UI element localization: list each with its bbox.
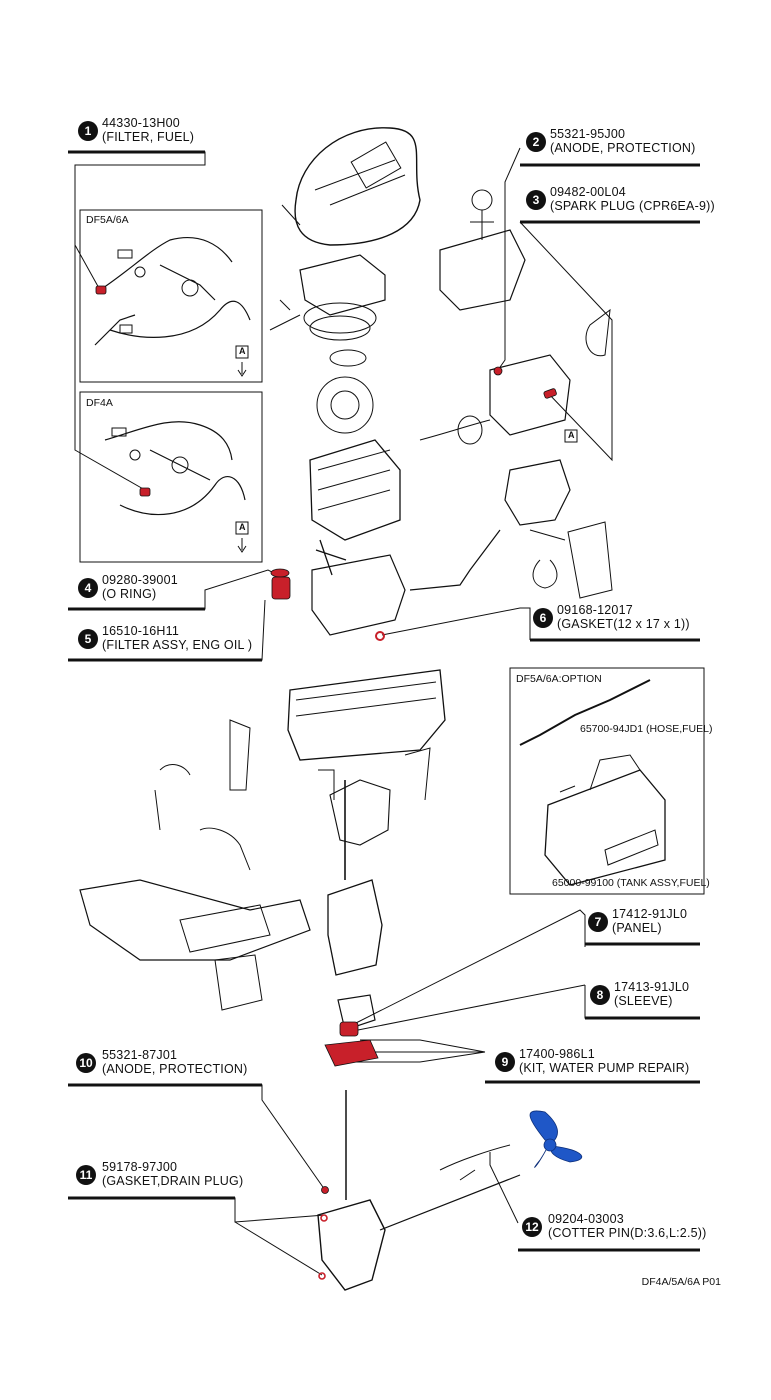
inset-box-option bbox=[509, 667, 705, 895]
part-number: 55321-87J01 bbox=[102, 1048, 178, 1062]
engine-cover bbox=[294, 127, 421, 246]
powerhead bbox=[309, 439, 401, 541]
inset-fuel-line-top bbox=[94, 236, 251, 346]
option-tank-label: 65000-99100 (TANK ASSY,FUEL) bbox=[552, 877, 710, 889]
callout-number-badge: 12 bbox=[522, 1217, 542, 1237]
part-number: 44330-13H00 bbox=[102, 116, 180, 130]
part-number: 16510-16H11 bbox=[102, 624, 180, 638]
throttle-cable bbox=[154, 764, 191, 831]
inset-label-df4a: DF4A bbox=[86, 397, 113, 409]
water-pump-kit-highlight bbox=[324, 1039, 379, 1067]
option-fuel-hose bbox=[519, 679, 651, 746]
panel bbox=[327, 879, 383, 976]
part-number: 09280-39001 bbox=[102, 573, 178, 587]
anode-highlight-lower bbox=[321, 1186, 329, 1194]
part-number: 09482-00L04 bbox=[550, 185, 626, 199]
part-number: 55321-95J00 bbox=[550, 127, 626, 141]
part-number: 09204-03003 bbox=[548, 1212, 624, 1226]
part-description: (FILTER, FUEL) bbox=[102, 130, 195, 144]
part-description: (SLEEVE) bbox=[614, 994, 673, 1008]
part-description: (ANODE, PROTECTION) bbox=[102, 1062, 248, 1076]
page-code: DF4A/5A/6A P01 bbox=[641, 1276, 721, 1288]
part-description: (FILTER ASSY, ENG OIL ) bbox=[102, 638, 253, 652]
propeller-highlight bbox=[529, 1110, 582, 1168]
oil-filter-highlight bbox=[271, 576, 291, 600]
intake-manifold bbox=[439, 229, 526, 311]
callout-number-badge: 9 bbox=[495, 1052, 515, 1072]
callout-number-badge: 11 bbox=[76, 1165, 96, 1185]
callout-number-badge: 5 bbox=[78, 629, 98, 649]
marker-a-box bbox=[235, 521, 249, 535]
marker-a: A bbox=[239, 522, 246, 532]
gearcase bbox=[317, 1199, 386, 1291]
inset-label-df5a6a: DF5A/6A bbox=[86, 214, 129, 226]
part-description: (ANODE, PROTECTION) bbox=[550, 141, 696, 155]
marker-a: A bbox=[568, 430, 575, 440]
part-description: (COTTER PIN(D:3.6,L:2.5)) bbox=[548, 1226, 707, 1240]
marker-a: A bbox=[239, 346, 246, 356]
part-description: (GASKET,DRAIN PLUG) bbox=[102, 1174, 244, 1188]
callout-number-badge: 3 bbox=[526, 190, 546, 210]
callout-number-badge: 7 bbox=[588, 912, 608, 932]
exhaust-housing bbox=[329, 779, 391, 846]
crankcase bbox=[311, 554, 406, 636]
leader-lines bbox=[68, 147, 700, 1276]
drain-gasket-highlight bbox=[318, 1272, 326, 1280]
inset-box-df5a6a bbox=[79, 209, 263, 383]
recoil-starter bbox=[299, 254, 386, 316]
carburetor bbox=[489, 354, 571, 436]
anode-highlight-upper bbox=[493, 366, 503, 376]
drain-gasket-highlight bbox=[320, 1214, 328, 1222]
callout-number-badge: 1 bbox=[78, 121, 98, 141]
part-number: 09168-12017 bbox=[557, 603, 633, 617]
part-description: (GASKET(12 x 17 x 1)) bbox=[557, 617, 690, 631]
inset-fuel-line-bottom bbox=[104, 421, 246, 516]
engine-base bbox=[287, 669, 446, 761]
marker-a-box bbox=[564, 429, 578, 443]
tiller-bracket bbox=[79, 879, 311, 961]
option-hose-label: 65700-94JD1 (HOSE,FUEL) bbox=[580, 723, 713, 735]
propeller-shaft bbox=[379, 1174, 521, 1231]
callout-number-badge: 10 bbox=[76, 1053, 96, 1073]
o-ring-highlight bbox=[270, 568, 290, 578]
callout-rules bbox=[68, 150, 700, 1252]
highlighted-parts bbox=[95, 285, 557, 1280]
spark-plug-highlight bbox=[543, 388, 557, 399]
callout-number-badge: 4 bbox=[78, 578, 98, 598]
fuel-line-long bbox=[409, 529, 501, 591]
fuel-pump-link bbox=[419, 419, 491, 441]
marker-a-box bbox=[235, 345, 249, 359]
part-description: (O RING) bbox=[102, 587, 157, 601]
part-number: 17412-91JL0 bbox=[612, 907, 688, 921]
inset-box-df4a bbox=[79, 391, 263, 563]
crankshaft bbox=[315, 539, 347, 576]
part-number: 17413-91JL0 bbox=[614, 980, 690, 994]
gasket-highlight bbox=[375, 631, 385, 641]
flywheel bbox=[316, 376, 374, 434]
part-description: (PANEL) bbox=[612, 921, 662, 935]
part-description: (SPARK PLUG (CPR6EA-9)) bbox=[550, 199, 715, 213]
fuel-filter-highlight-top bbox=[95, 285, 107, 295]
callout-number-badge: 2 bbox=[526, 132, 546, 152]
part-description: (KIT, WATER PUMP REPAIR) bbox=[519, 1061, 690, 1075]
option-fuel-tank bbox=[544, 769, 666, 886]
callout-number-badge: 6 bbox=[533, 608, 553, 628]
water-pump-housing bbox=[337, 994, 376, 1031]
sleeve-highlight bbox=[339, 1021, 359, 1037]
part-number: 59178-97J00 bbox=[102, 1160, 178, 1174]
part-number: 17400-986L1 bbox=[519, 1047, 595, 1061]
inset-label-option: DF5A/6A:OPTION bbox=[516, 673, 602, 685]
callout-number-badge: 8 bbox=[590, 985, 610, 1005]
fuel-filter-highlight-bottom bbox=[139, 487, 151, 497]
